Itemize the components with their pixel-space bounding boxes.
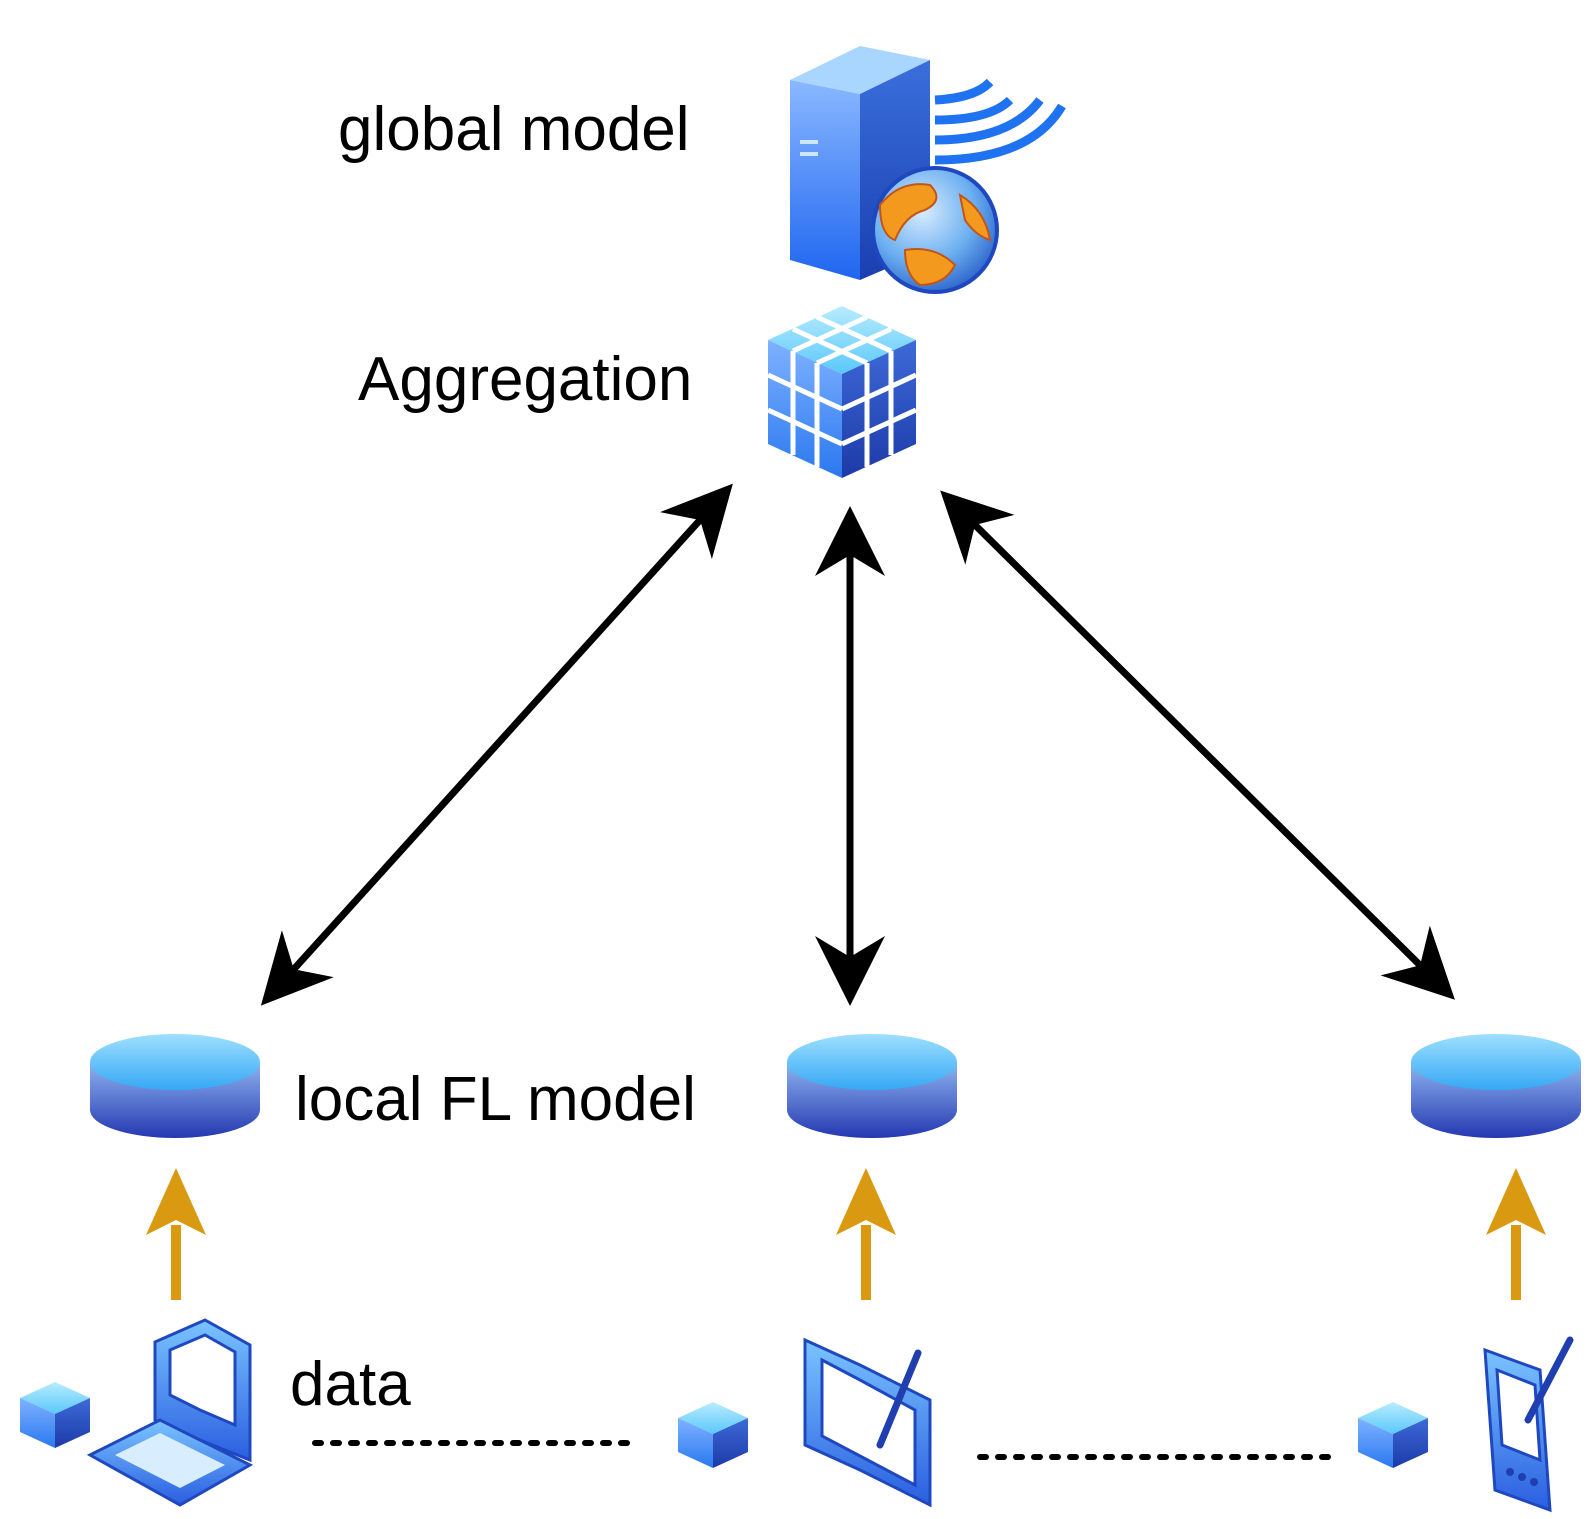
data-arrows (146, 1168, 1546, 1300)
database-icon (1411, 1034, 1581, 1138)
local-model-label: local FL model (295, 1065, 696, 1134)
wireless-icon (934, 78, 1066, 165)
data-arrow (146, 1168, 206, 1300)
data-arrow (836, 1168, 896, 1300)
data-arrow (1486, 1168, 1546, 1300)
laptop-icon (86, 1318, 254, 1507)
sync-arrows (260, 483, 1455, 1006)
tablet-icon (803, 1337, 932, 1508)
database-icon (787, 1034, 957, 1138)
pda-icon (1483, 1336, 1574, 1513)
sync-arrow-right (940, 490, 1455, 1000)
sync-arrow-left (260, 483, 733, 1006)
globe-icon (871, 166, 999, 294)
data-label: data (290, 1350, 411, 1419)
global-model-label: global model (338, 95, 690, 164)
aggregation-cube-icon (766, 306, 918, 478)
data-cube-icon (678, 1402, 748, 1468)
data-cube-icon (20, 1382, 90, 1448)
aggregation-label: Aggregation (358, 345, 692, 414)
data-cube-icon (1358, 1402, 1428, 1468)
database-icon (90, 1034, 260, 1138)
